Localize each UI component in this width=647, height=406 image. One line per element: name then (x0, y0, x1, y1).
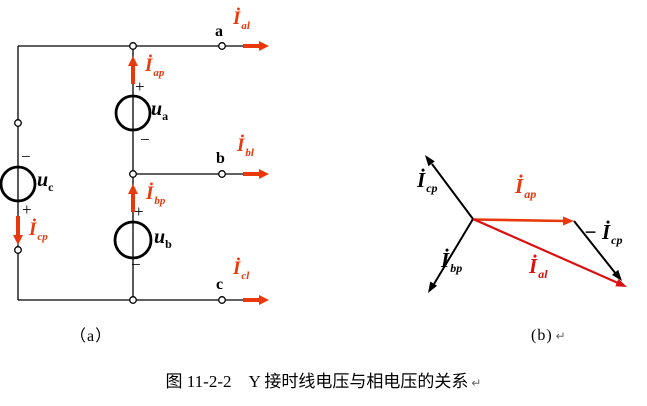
phasor-label-icp: İcp (417, 168, 438, 195)
current-arrowhead-iap (128, 56, 138, 66)
vector-arrowhead-ibp (428, 281, 438, 293)
phasor-label-ial: İal (529, 254, 548, 281)
node-left-upper (14, 119, 22, 127)
source-label-uc: uc (37, 169, 54, 194)
vector-iap (472, 218, 566, 223)
label-current-icl: İcl (233, 258, 250, 282)
ub-plus-sign: + (134, 202, 144, 221)
terminal-label-a: a (215, 23, 223, 40)
node-left-lower (14, 246, 22, 254)
label-current-ial: İal (233, 8, 250, 32)
ua-minus-sign: − (140, 130, 150, 149)
current-arrowhead-ibp (128, 184, 138, 194)
terminal-label-c: c (216, 276, 224, 293)
source-ub-circle (113, 220, 153, 260)
vector-arrowhead-icp (425, 155, 435, 167)
label-current-ibp: İbp (146, 183, 166, 207)
paragraph-mark: ↵ (555, 329, 567, 343)
current-arrowhead-ibl (259, 169, 269, 179)
current-arrowhead-ial (259, 41, 269, 51)
current-arrowhead-icp (13, 235, 23, 245)
source-label-ub: ub (154, 226, 172, 251)
node-junction-a (129, 42, 137, 50)
uc-minus-sign: − (21, 147, 31, 166)
label-current-iap: İap (145, 55, 165, 79)
source-uc-circle (0, 165, 37, 203)
terminal-label-b: b (216, 150, 225, 167)
phasor-label-iap: İap (515, 174, 537, 201)
phasor-label-minus-icp: − İcp (584, 220, 623, 247)
vector-icp (431, 163, 474, 220)
subfigure-a-label: （a） (70, 328, 113, 345)
figure-caption: 图 11-2-2 Y 接时线电压与相电压的关系↵ (165, 372, 482, 391)
node-junction-c (129, 296, 137, 304)
label-current-ibl: İbl (237, 135, 254, 159)
node-terminal-a (218, 42, 226, 50)
vector-ibp (433, 218, 474, 285)
subfigure-b-label: (b)↵ (531, 327, 567, 344)
current-arrowhead-icl (259, 295, 269, 305)
circuit-diagram (0, 41, 269, 305)
node-junction-b (129, 170, 137, 178)
vector-arrowhead-minus-icp (612, 269, 622, 281)
node-terminal-b (218, 170, 226, 178)
phasor-label-ibp: İbp (441, 248, 463, 275)
node-terminal-c (218, 296, 226, 304)
ub-minus-sign: − (131, 255, 141, 274)
ua-plus-sign: + (135, 77, 145, 96)
source-ua-circle (114, 94, 152, 132)
phasor-diagram (425, 155, 627, 293)
paragraph-mark: ↵ (471, 376, 482, 390)
vector-arrowhead-ial (615, 278, 627, 287)
uc-plus-sign: + (22, 200, 32, 219)
label-current-icp: İcp (29, 219, 48, 243)
vector-minus-icp (573, 220, 617, 275)
vector-ial (472, 217, 619, 285)
source-label-ua: ua (151, 98, 169, 123)
vector-arrowhead-iap (563, 216, 574, 226)
